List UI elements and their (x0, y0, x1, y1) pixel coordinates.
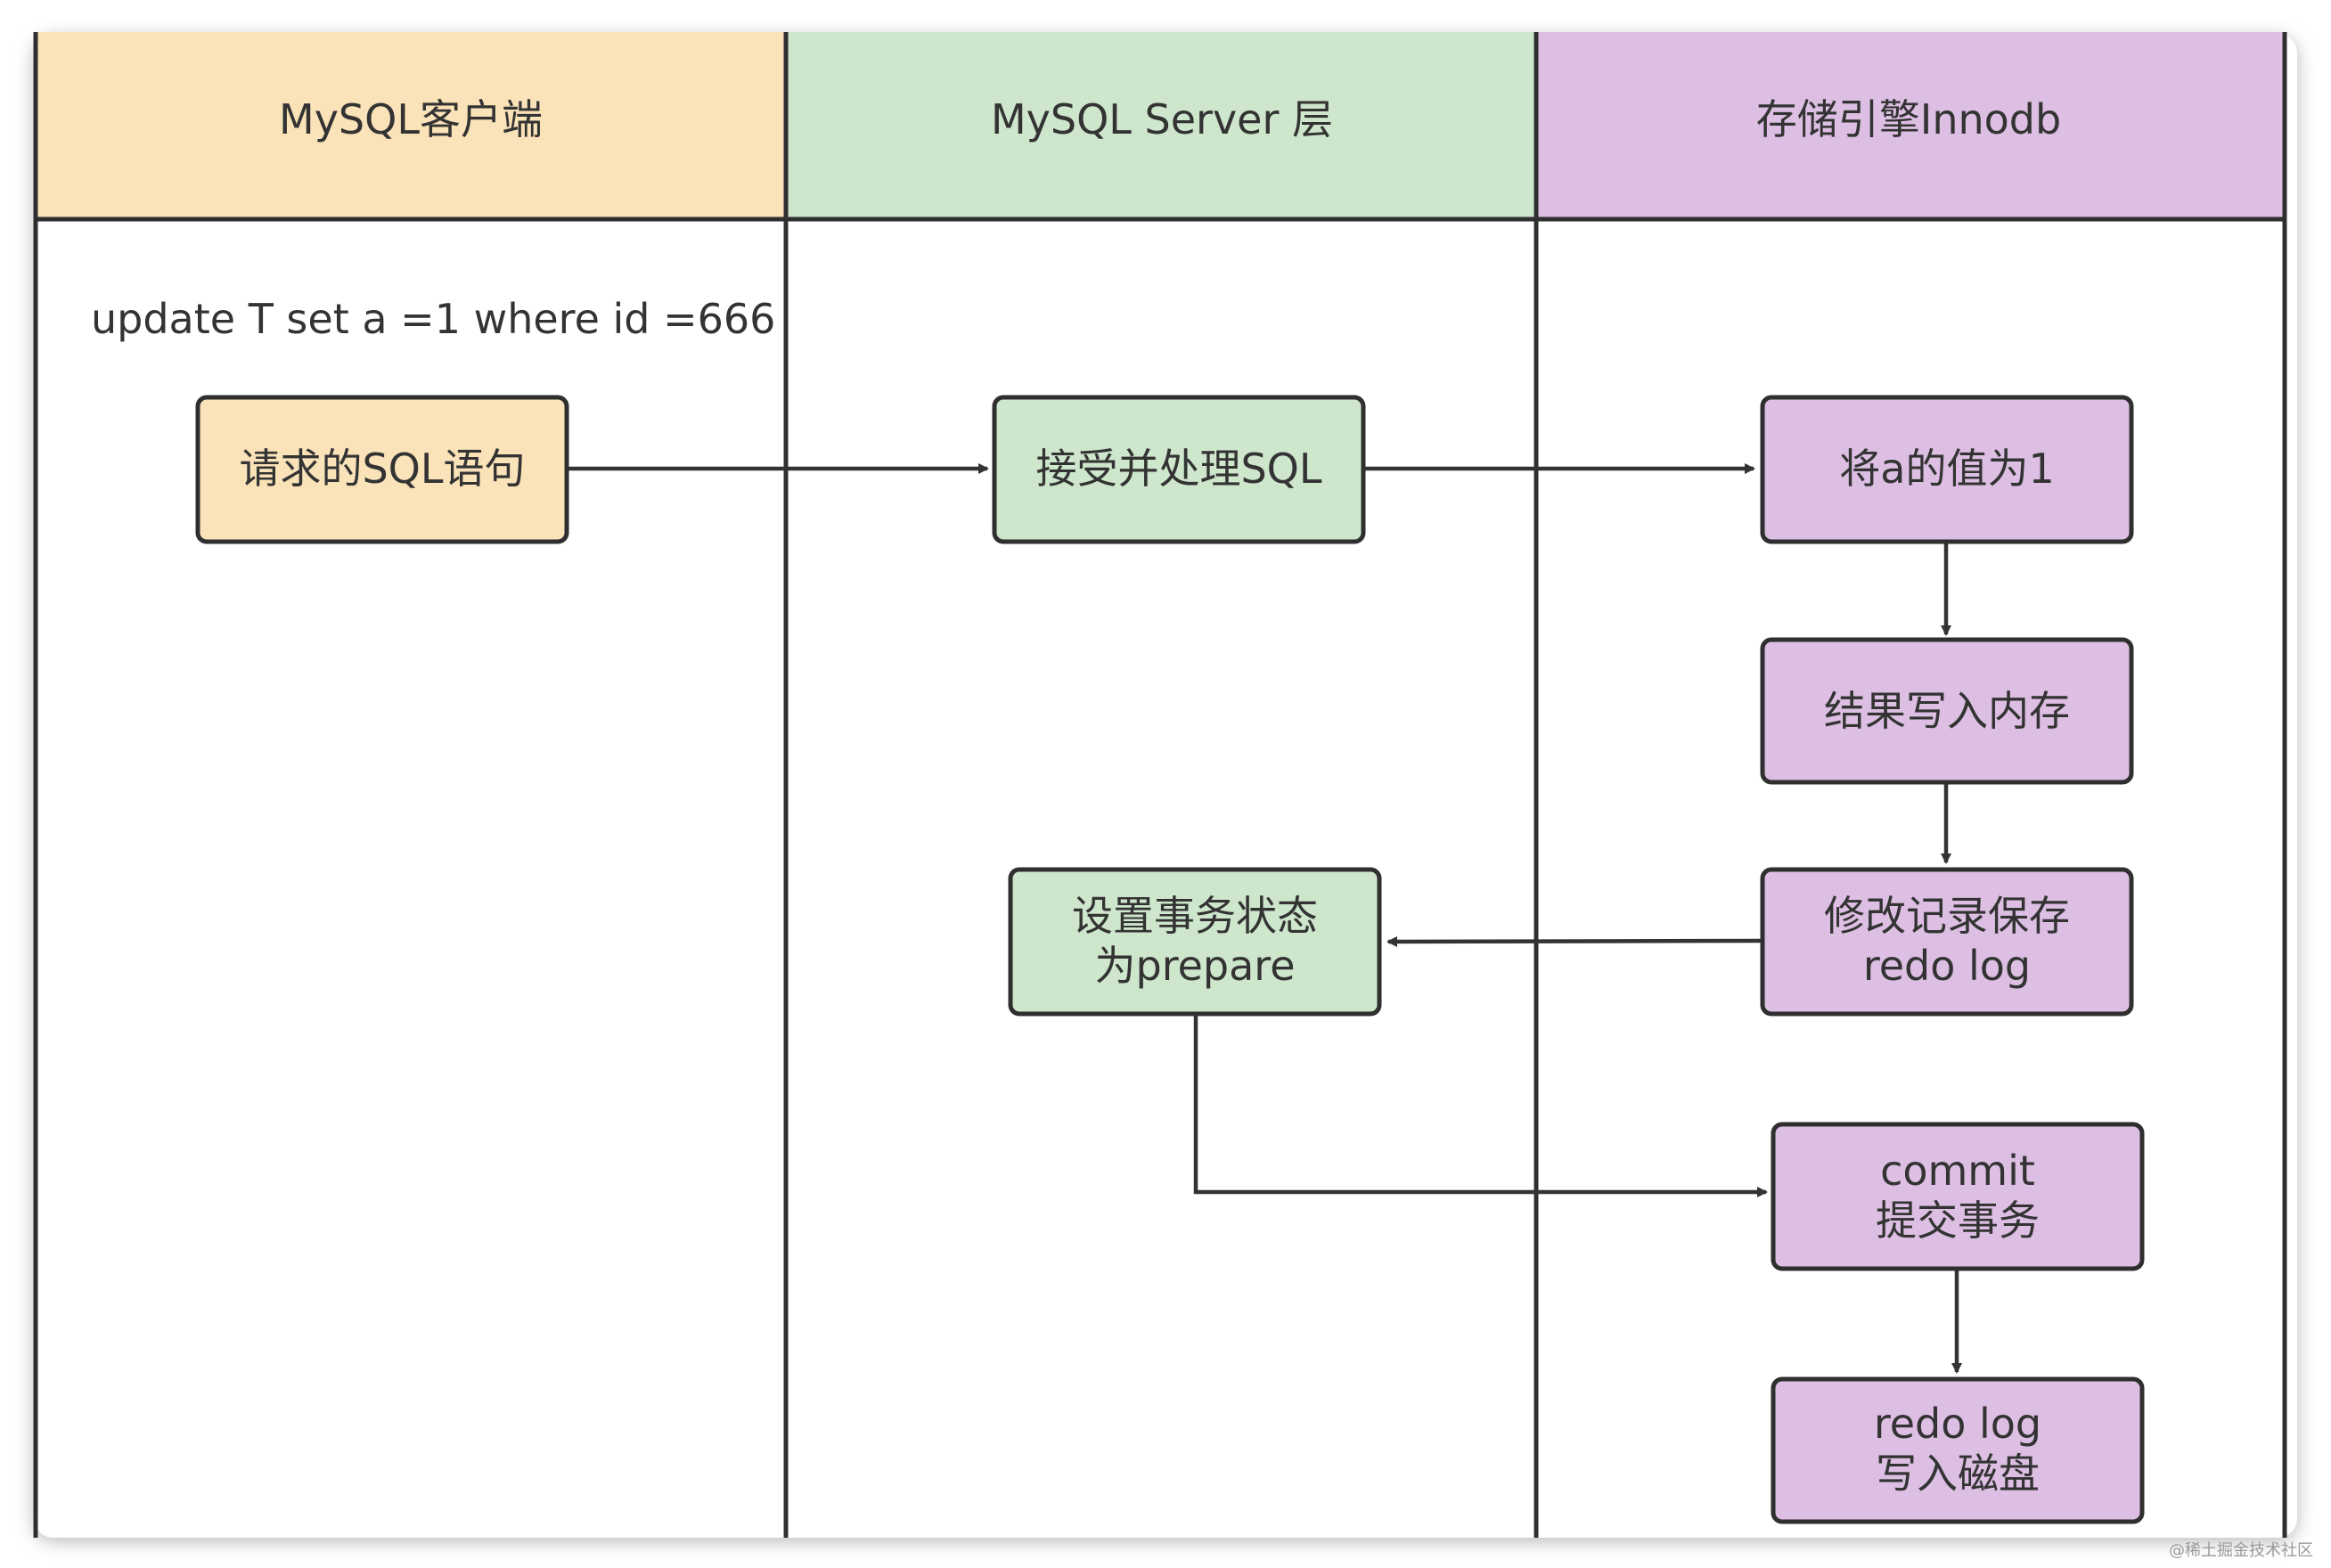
box-write-memory-shape (1760, 637, 2134, 785)
box-redo-log-save: 修改记录保存 redo log (1760, 867, 2134, 1017)
arrow-prepare-to-commit (1193, 1014, 1768, 1197)
box-set-a-shape (1760, 395, 2134, 544)
box-prepare-line2: 为prepare (1095, 942, 1296, 990)
lane-title-client: MySQL客户端 (279, 95, 543, 143)
box-commit-line1: commit (1880, 1147, 2035, 1195)
lane-client: MySQL客户端 (36, 32, 786, 219)
box-accept-sql: 接受并处理SQL (992, 395, 1366, 544)
box-commit: commit 提交事务 (1771, 1122, 2145, 1271)
box-write-memory: 结果写入内存 (1760, 637, 2134, 785)
box-redo-log-save-shape (1760, 867, 2134, 1017)
diagram-card (34, 34, 2297, 1538)
box-redo-disk: redo log 写入磁盘 (1771, 1376, 2145, 1524)
box-commit-line2: 提交事务 (1876, 1196, 2040, 1245)
connectors (567, 463, 1962, 1374)
box-request-sql: 请求的SQL语句 (195, 395, 569, 544)
lane-title-server: MySQL Server 层 (991, 95, 1333, 143)
lane-server: MySQL Server 层 (786, 32, 1536, 219)
watermark: @稀土掘金技术社区 (2169, 1541, 2313, 1560)
box-request-sql-line1: 请求的SQL语句 (239, 445, 525, 493)
box-accept-sql-shape (992, 395, 1366, 544)
box-redo-disk-line2: 写入磁盘 (1876, 1450, 2040, 1498)
box-request-sql-shape (195, 395, 569, 544)
box-prepare-line1: 设置事务状态 (1072, 892, 1318, 940)
box-redo-log-save-line2: redo log (1863, 942, 2031, 990)
box-set-a-line1: 将a的值为1 (1839, 445, 2054, 493)
box-prepare-shape (1008, 867, 1382, 1017)
box-set-a: 将a的值为1 (1760, 395, 2134, 544)
lane-header-engine (1536, 32, 2285, 219)
box-write-memory-line1: 结果写入内存 (1824, 687, 2070, 735)
box-accept-sql-line1: 接受并处理SQL (1035, 445, 1321, 493)
box-redo-disk-line1: redo log (1874, 1400, 2041, 1448)
lane-engine: 存储引擎Innodb (1536, 32, 2285, 219)
box-redo-log-save-line1: 修改记录保存 (1824, 892, 2070, 940)
sql-statement: update T set a =1 where id =666 (91, 295, 775, 343)
lane-header-client (36, 32, 786, 219)
lane-header-server (786, 32, 1536, 219)
box-commit-shape (1771, 1122, 2145, 1271)
arrow-redo-to-prepare (1386, 935, 1763, 947)
box-redo-disk-shape (1771, 1376, 2145, 1524)
box-prepare: 设置事务状态 为prepare (1008, 867, 1382, 1017)
lane-title-engine: 存储引擎Innodb (1756, 95, 2061, 143)
lane-borders (33, 32, 2287, 1538)
